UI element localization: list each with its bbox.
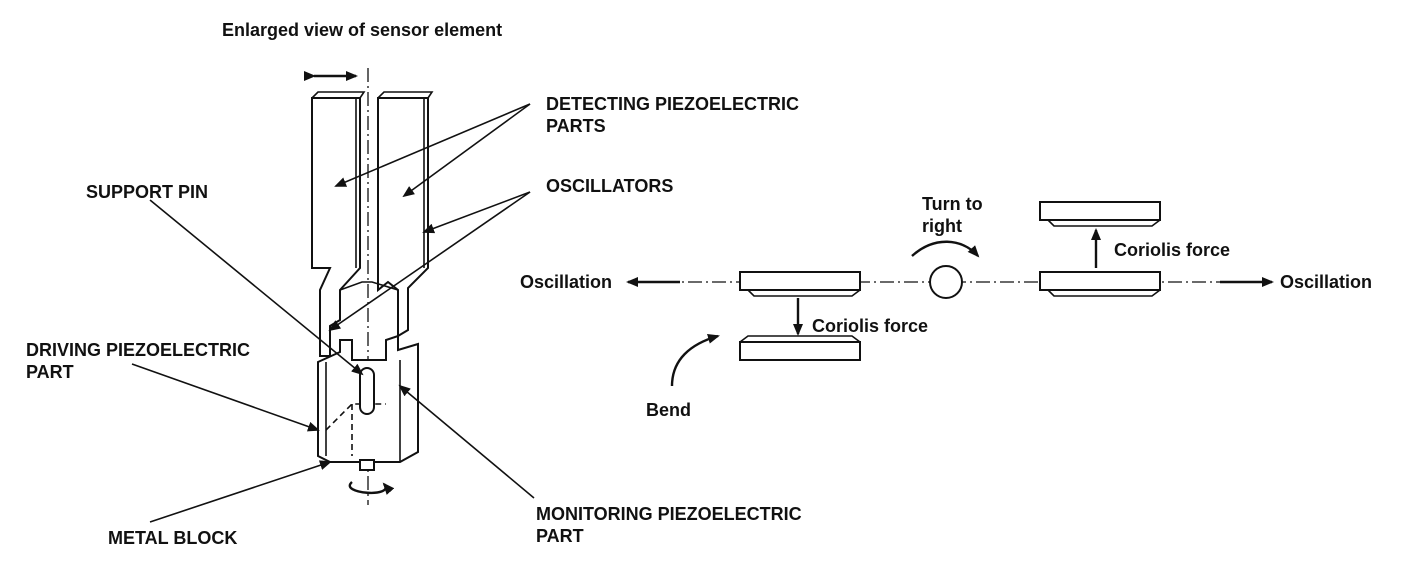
pin-stub: [359, 459, 375, 471]
left-detecting-plate: [311, 91, 366, 357]
label-monitoring-1: MONITORING PIEZOELECTRIC: [536, 504, 802, 524]
label-driving-2: PART: [26, 362, 74, 382]
leader-driving: [131, 363, 320, 432]
left-bent-plate: [739, 335, 861, 361]
sensor-element: [131, 68, 535, 523]
rotation-arrow: [348, 481, 395, 495]
label-metal-block: METAL BLOCK: [108, 528, 237, 548]
label-driving-1: DRIVING PIEZOELECTRIC: [26, 340, 250, 360]
label-coriolis-lower: Coriolis force: [812, 316, 928, 336]
leader-oscillator-left: [328, 191, 531, 332]
oscillator-neck: [339, 281, 399, 291]
label-detecting-1: DETECTING PIEZOELECTRIC: [546, 94, 799, 114]
right-upper-plate: [1039, 201, 1161, 227]
leader-detecting-left: [334, 103, 531, 187]
label-monitoring-2: PART: [536, 526, 584, 546]
label-coriolis-upper: Coriolis force: [1114, 240, 1230, 260]
coriolis-diagram: [626, 201, 1274, 387]
label-oscillation-right: Oscillation: [1280, 272, 1372, 292]
left-oscillator-plate: [739, 271, 861, 297]
label-oscillation-left: Oscillation: [520, 272, 612, 292]
bend-arrow: [670, 333, 720, 387]
right-detecting-plate: [377, 91, 434, 338]
leader-monitoring: [398, 384, 535, 499]
turn-arrow: [911, 240, 980, 258]
label-oscillators: OSCILLATORS: [546, 176, 673, 196]
leader-metal-block: [149, 460, 332, 523]
leader-support-pin: [149, 199, 364, 376]
right-oscillator-plate: [1039, 271, 1161, 297]
support-pin: [359, 367, 375, 415]
label-bend: Bend: [646, 400, 691, 420]
label-support-pin: SUPPORT PIN: [86, 182, 208, 202]
rotation-center: [929, 265, 963, 299]
label-turn-2: right: [922, 216, 962, 236]
leader-detecting-right: [402, 103, 531, 198]
label-detecting-2: PARTS: [546, 116, 606, 136]
diagram-title: Enlarged view of sensor element: [222, 20, 502, 40]
leader-oscillator-right: [422, 191, 531, 234]
label-turn-1: Turn to: [922, 194, 983, 214]
